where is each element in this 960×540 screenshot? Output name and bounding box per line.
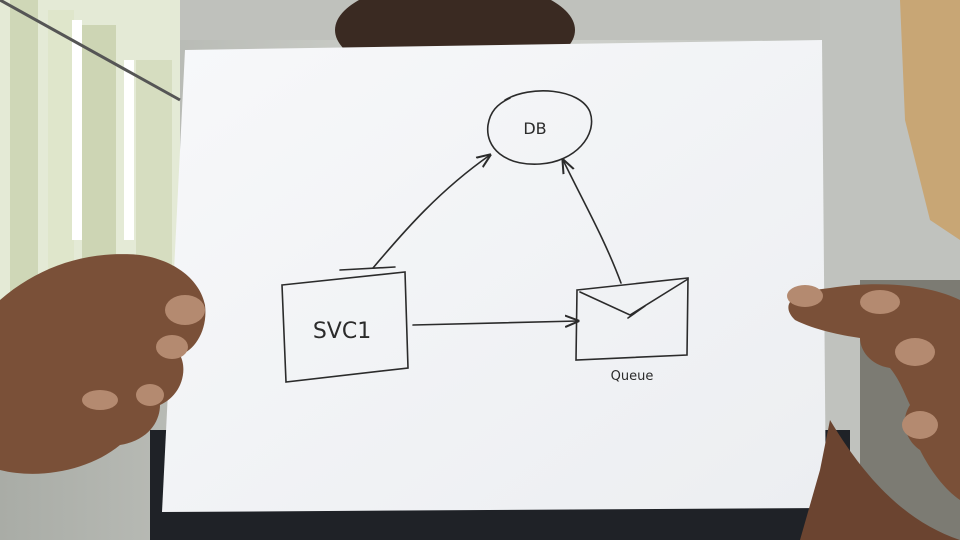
edge-queue-to-db xyxy=(563,160,622,284)
edge-svc1-to-db xyxy=(372,155,490,269)
svc1-label: SVC1 xyxy=(313,319,371,344)
db-label: DB xyxy=(523,119,546,138)
left-hand xyxy=(0,254,206,474)
edge-svc1-to-queue xyxy=(412,321,578,325)
queue-node: Queue xyxy=(575,277,689,384)
paper-sheet xyxy=(162,40,826,512)
diagram: DB SVC1 Queue xyxy=(281,90,689,384)
right-shoulder xyxy=(900,0,960,240)
db-node: DB xyxy=(486,90,593,165)
svc1-node: SVC1 xyxy=(281,266,409,383)
queue-label: Queue xyxy=(611,369,654,384)
right-hand xyxy=(787,284,960,540)
